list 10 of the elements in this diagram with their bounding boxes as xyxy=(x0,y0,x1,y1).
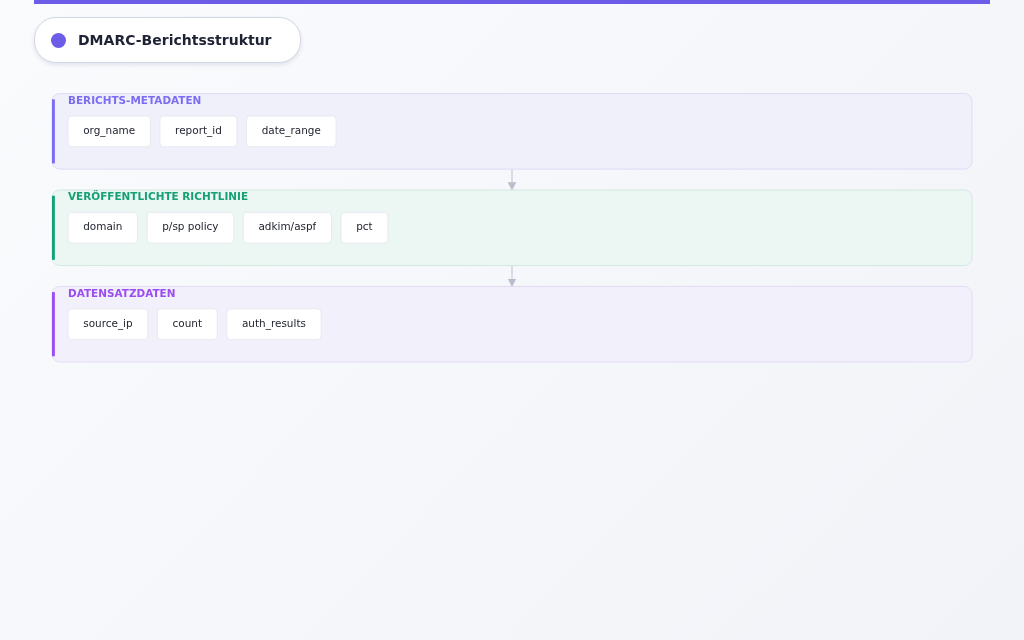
node-box: adkim/aspf xyxy=(242,211,332,244)
node-box: p/sp policy xyxy=(146,211,235,244)
node-box: date_range xyxy=(246,115,337,148)
diagram-title: DMARC-Berichtsstruktur xyxy=(78,32,272,48)
node-box: domain xyxy=(67,211,138,244)
node-box: org_name xyxy=(67,115,151,148)
node-box: report_id xyxy=(159,115,238,148)
node-box: auth_results xyxy=(226,308,322,341)
node-box: pct xyxy=(340,211,389,244)
node-box: source_ip xyxy=(67,308,149,341)
